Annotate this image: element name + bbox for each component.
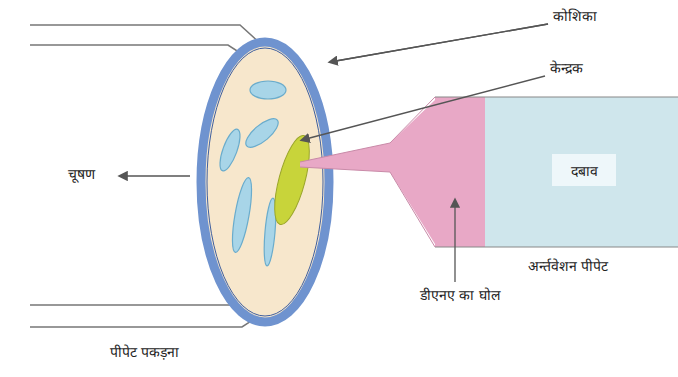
- node-text: दबाव: [571, 161, 598, 180]
- nucleus: [268, 132, 317, 228]
- cell: [201, 42, 329, 322]
- leader-lines: [120, 24, 548, 282]
- part-label: अर्न्तवेशन पीपेट: [528, 258, 608, 276]
- part-label: केन्द्रक: [550, 60, 583, 78]
- organelles: [216, 81, 286, 266]
- pressure-box: दबाव: [552, 154, 616, 186]
- part-label: कोशिका: [553, 8, 597, 26]
- part-label: डीएनए का घोल: [420, 287, 500, 305]
- injection-pipette: [300, 97, 678, 247]
- part-label: चूषण: [68, 166, 95, 184]
- part-label: पीपेट पकड़ना: [110, 344, 179, 362]
